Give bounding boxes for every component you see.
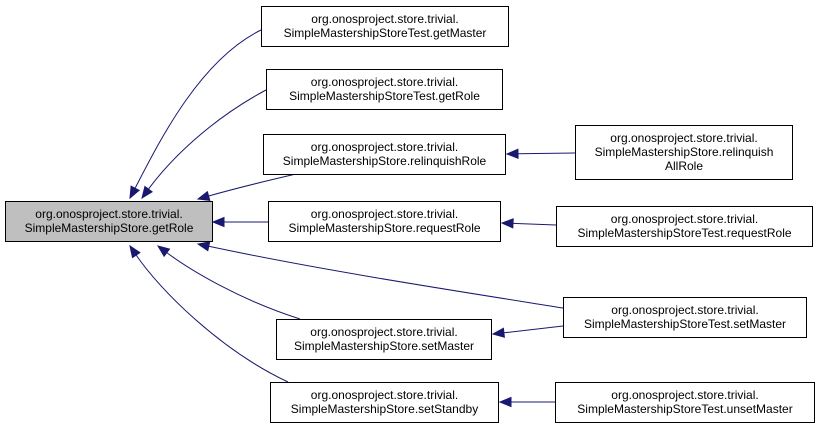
- call-edge-n_relinquishrole-to-n_getrole_root: [196, 173, 297, 201]
- node-label-line: org.onosproject.store.trivial.: [311, 12, 458, 26]
- arrowhead-icon: [505, 148, 519, 160]
- node-requestrole[interactable]: org.onosproject.store.trivial.SimpleMast…: [268, 201, 501, 242]
- node-test-getmaster[interactable]: org.onosproject.store.trivial.SimpleMast…: [261, 6, 509, 47]
- node-relinquishallrole[interactable]: org.onosproject.store.trivial.SimpleMast…: [575, 125, 793, 180]
- call-edge-n_test_setmaster-to-n_getrole_root: [196, 241, 564, 309]
- arrowhead-icon: [498, 396, 512, 408]
- call-edge-n_setstandby-to-n_getrole_root: [129, 244, 289, 383]
- node-box: [563, 297, 807, 338]
- arrowhead-icon: [491, 327, 505, 338]
- node-box: [268, 201, 501, 242]
- node-label-line: SimpleMastershipStoreTest.unsetMaster: [577, 402, 792, 416]
- edge-line: [517, 152, 576, 155]
- node-label-line: org.onosproject.store.trivial.: [311, 388, 458, 402]
- call-edge-n_test_getmaster-to-n_getrole_root: [129, 29, 262, 200]
- edge-line: [148, 89, 267, 190]
- node-test-unsetmaster[interactable]: org.onosproject.store.trivial.SimpleMast…: [555, 382, 815, 423]
- node-label-line: org.onosproject.store.trivial.: [311, 207, 458, 221]
- edge-line: [135, 254, 289, 383]
- node-label-line: AllRole: [665, 159, 703, 173]
- node-box: [556, 206, 813, 247]
- edge-line: [208, 173, 297, 197]
- edge-line: [503, 325, 564, 334]
- call-edge-n_test_unsetmaster-to-n_setstandby: [498, 396, 555, 408]
- node-getrole-root[interactable]: org.onosproject.store.trivial.SimpleMast…: [5, 201, 213, 242]
- arrowhead-icon: [129, 244, 141, 259]
- edge-line: [208, 245, 564, 309]
- edges-layer: [129, 29, 576, 408]
- node-setstandby[interactable]: org.onosproject.store.trivial.SimpleMast…: [270, 382, 499, 423]
- arrowhead-icon: [196, 190, 211, 201]
- node-box: [263, 134, 506, 175]
- edge-line: [512, 222, 557, 226]
- call-edge-n_test_setmaster-to-n_setmaster: [491, 325, 564, 338]
- node-label-line: org.onosproject.store.trivial.: [311, 140, 458, 154]
- node-label-line: SimpleMastershipStore.relinquishRole: [283, 154, 487, 168]
- node-label-line: SimpleMastershipStore.setStandby: [291, 402, 478, 416]
- call-edge-n_test_getrole-to-n_getrole_root: [141, 89, 267, 200]
- node-label-line: org.onosproject.store.trivial.: [611, 212, 758, 226]
- edge-line: [134, 29, 262, 189]
- call-edge-n_relinquishallrole-to-n_relinquishrole: [505, 148, 576, 160]
- node-label-line: org.onosproject.store.trivial.: [611, 303, 758, 317]
- call-edge-n_test_requestrole-to-n_requestrole: [500, 218, 557, 229]
- node-label-line: SimpleMastershipStore.getRole: [25, 221, 194, 235]
- node-label-line: SimpleMastershipStoreTest.getRole: [289, 89, 480, 103]
- node-label-line: org.onosproject.store.trivial.: [311, 75, 458, 89]
- node-label-line: org.onosproject.store.trivial.: [310, 325, 457, 339]
- node-label-line: SimpleMastershipStoreTest.setMaster: [584, 317, 786, 331]
- call-edge-n_setmaster-to-n_getrole_root: [156, 245, 301, 320]
- edge-line: [166, 252, 301, 320]
- arrowhead-icon: [156, 245, 171, 258]
- node-setmaster[interactable]: org.onosproject.store.trivial.SimpleMast…: [276, 319, 492, 360]
- node-label-line: SimpleMastershipStore.relinquish: [595, 145, 774, 159]
- node-label-line: org.onosproject.store.trivial.: [611, 388, 758, 402]
- node-box: [261, 6, 509, 47]
- node-box: [5, 201, 213, 242]
- node-relinquishrole[interactable]: org.onosproject.store.trivial.SimpleMast…: [263, 134, 506, 175]
- node-box: [266, 69, 503, 110]
- node-box: [575, 125, 793, 180]
- node-test-getrole[interactable]: org.onosproject.store.trivial.SimpleMast…: [266, 69, 503, 110]
- node-label-line: SimpleMastershipStore.setMaster: [294, 339, 474, 353]
- node-test-setmaster[interactable]: org.onosproject.store.trivial.SimpleMast…: [563, 297, 807, 338]
- node-label-line: SimpleMastershipStoreTest.requestRole: [577, 226, 791, 240]
- node-test-requestrole[interactable]: org.onosproject.store.trivial.SimpleMast…: [556, 206, 813, 247]
- arrowhead-icon: [129, 185, 140, 200]
- arrowhead-icon: [500, 218, 514, 229]
- arrowhead-icon: [211, 216, 225, 228]
- node-label-line: SimpleMastershipStore.requestRole: [288, 221, 480, 235]
- node-box: [270, 382, 499, 423]
- arrowhead-icon: [141, 185, 153, 200]
- node-box: [555, 382, 815, 423]
- node-label-line: SimpleMastershipStoreTest.getMaster: [284, 26, 487, 40]
- call-edge-n_requestrole-to-n_getrole_root: [211, 216, 268, 228]
- node-label-line: org.onosproject.store.trivial.: [610, 131, 757, 145]
- node-label-line: org.onosproject.store.trivial.: [35, 207, 182, 221]
- nodes-layer: org.onosproject.store.trivial.SimpleMast…: [5, 6, 815, 423]
- arrowhead-icon: [196, 241, 211, 252]
- node-box: [276, 319, 492, 360]
